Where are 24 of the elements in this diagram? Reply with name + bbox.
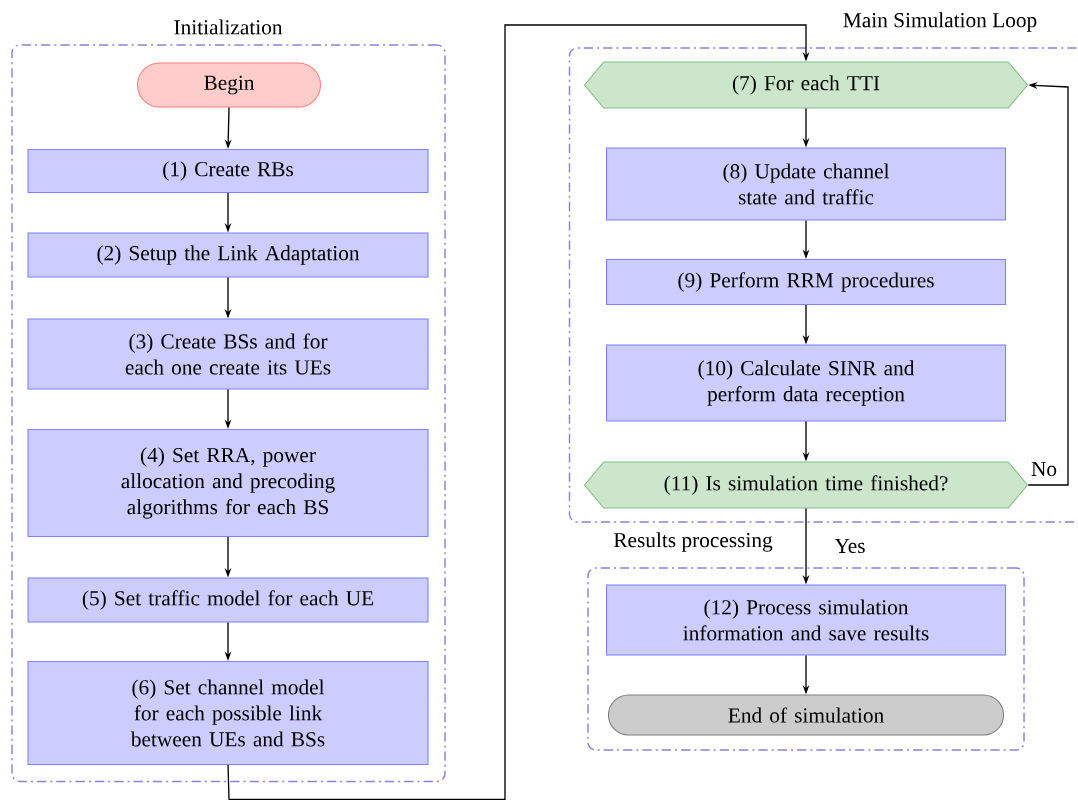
frame <box>587 567 1025 751</box>
process-box: (4) Set RRA, power allocation and precoding algorithms for each BS <box>27 428 429 538</box>
process-box: (12) Process simulation information and save results <box>605 584 1007 656</box>
edge-label: No <box>1029 460 1059 478</box>
process-box: (9) Perform RRM procedures <box>605 258 1007 306</box>
arrow <box>227 24 810 800</box>
start-terminal: Begin <box>136 62 322 108</box>
process-box: (2) Setup the Link Adaptation <box>27 232 429 278</box>
arrow <box>1027 82 1069 486</box>
frame <box>11 44 446 783</box>
process-box: (6) Set channel model for each possible link between UEs and BSs <box>27 660 429 766</box>
group-heading: Results processing <box>613 532 773 552</box>
process-box: (3) Create BSs and for each one create its UEs <box>27 318 429 390</box>
process-box: (1) Create RBs <box>27 148 429 194</box>
hexagon-box: (7) For each TTI <box>583 61 1029 109</box>
frame <box>568 47 1078 523</box>
process-box: (10) Calculate SINR and perform data reception <box>605 344 1007 422</box>
edge-label: Yes <box>833 537 867 555</box>
process-box: (8) Update channel state and traffic <box>605 147 1007 221</box>
group-heading: Initialization <box>174 19 283 35</box>
process-box: (5) Set traffic model for each UE <box>27 577 429 623</box>
end-terminal: End of simulation <box>607 694 1005 736</box>
group-heading: Main Simulation Loop <box>843 12 1037 32</box>
hexagon-box: (11) Is simulation time finished? <box>583 461 1029 509</box>
